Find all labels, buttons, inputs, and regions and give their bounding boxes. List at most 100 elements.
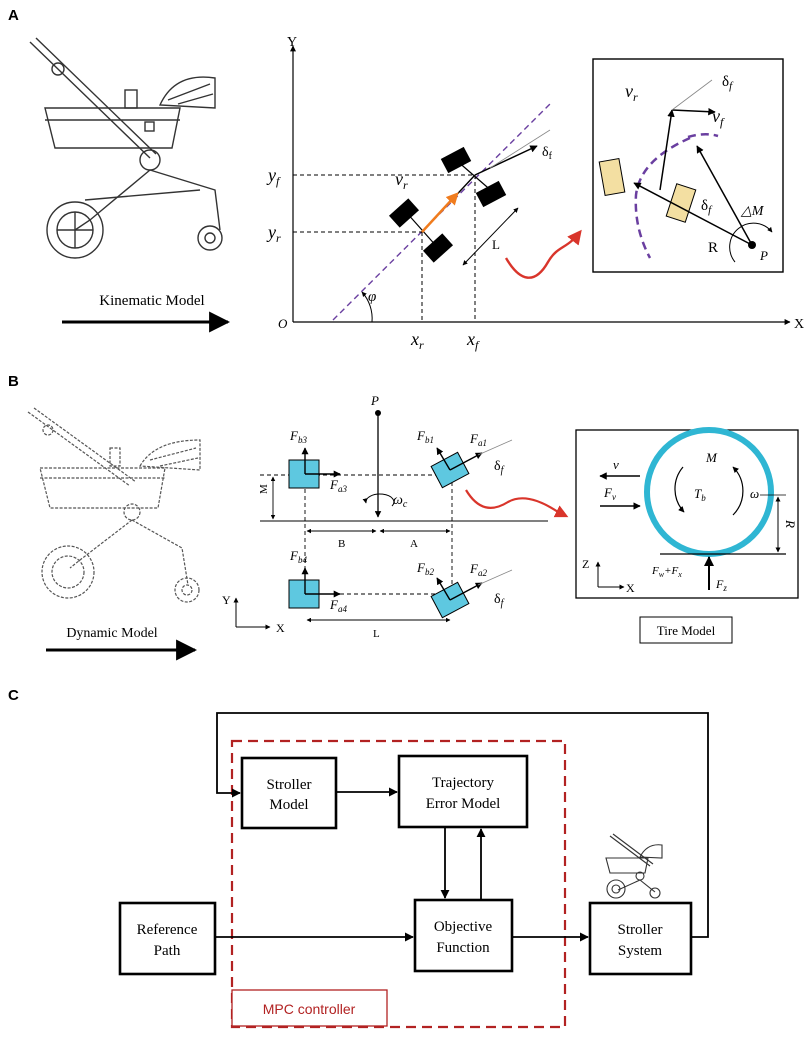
stroller-model-line2: Model — [269, 797, 308, 813]
wheelbase-label: L — [492, 237, 500, 252]
reference-line2: Path — [154, 943, 181, 959]
tire-Tb-label: Tb — [694, 486, 706, 503]
tire-v-label: v — [613, 457, 619, 472]
objective-line1: Objective — [434, 919, 493, 935]
phi-label: φ — [368, 289, 376, 305]
delta2-ref — [477, 569, 513, 586]
dynamic-model-caption: Dynamic Model — [66, 626, 157, 641]
tire-Z-label: Z — [582, 557, 589, 571]
yaw-rate-arc — [362, 493, 395, 507]
rear-velocity-arrow — [421, 192, 459, 233]
kinematic-inset — [592, 58, 784, 273]
xr-label: xr — [410, 329, 424, 352]
tire-X-label: X — [626, 581, 635, 595]
stroller-icon — [605, 833, 663, 899]
Fa4-label: Fa4 — [329, 597, 347, 614]
inset-vf-label: vf — [712, 106, 725, 129]
panel-b-letter: B — [8, 373, 19, 390]
tire-Fz-label: Fz — [715, 577, 727, 593]
inset-moment-label: △M — [740, 204, 765, 219]
front-heading-ref — [489, 129, 551, 169]
wheel-rear-left — [388, 198, 420, 228]
stroller-system-block — [588, 901, 693, 976]
wheelbase-dimension — [462, 207, 519, 266]
stroller-illustration-b — [27, 407, 201, 603]
stroller-illustration-a — [29, 37, 223, 259]
tire-model-title-box — [639, 616, 733, 644]
inset-R-label: R — [708, 240, 718, 256]
phi-arc — [361, 291, 373, 323]
system-line1: Stroller — [618, 922, 663, 938]
yr-label: yr — [266, 222, 281, 245]
inset-delta-mid-label: δf — [701, 198, 713, 216]
panel-c: C MPC controller Stroller Model Trajecto… — [8, 687, 709, 1029]
system-line2: System — [618, 943, 663, 959]
panel-c-letter: C — [8, 687, 19, 704]
inset-heading-ref — [671, 79, 713, 111]
omega-c-label: ωc — [393, 493, 408, 510]
b-y-label: Y — [222, 593, 231, 607]
Fb1-label: Fb1 — [416, 428, 434, 445]
xf-label: xf — [466, 329, 480, 352]
tire-M-label: M — [705, 450, 718, 465]
tire-moment-arc — [732, 466, 744, 516]
vr-label: vr — [395, 169, 408, 192]
Fb2-label: Fb2 — [416, 560, 434, 577]
front-velocity-arrow — [474, 145, 538, 176]
Fb4-label: Fb4 — [289, 548, 307, 565]
stroller-model-line1: Stroller — [267, 777, 312, 793]
yf-label: yf — [266, 165, 281, 188]
inset-turn-arc-top — [687, 133, 719, 139]
kinematic-model-caption: Kinematic Model — [99, 293, 204, 309]
trajectory-error-model-block — [397, 754, 529, 829]
B-dim-label: B — [338, 538, 345, 550]
b-x-label: X — [276, 621, 285, 635]
mpc-controller-region — [230, 739, 567, 1029]
inset-radius-front — [696, 145, 753, 246]
tire-omega-label: ω — [750, 486, 759, 501]
inset-vr-arrow — [659, 109, 675, 191]
origin-label: O — [278, 316, 288, 331]
rear-axle — [405, 211, 439, 249]
reference-line1: Reference — [137, 922, 198, 938]
delta-label: δf — [542, 145, 553, 162]
inset-wheel-front — [665, 183, 697, 223]
trajectory-line1: Trajectory — [432, 775, 494, 791]
tire-model-title: Tire Model — [657, 623, 716, 638]
inset-wheel-rear — [598, 157, 626, 197]
L-dim-label: L — [373, 628, 380, 640]
y-axis-label: Y — [287, 35, 297, 50]
wheel-front-left — [440, 146, 472, 174]
delta1-ref — [477, 439, 513, 456]
force-arrows — [301, 447, 483, 601]
inset-vf-arrow — [671, 107, 716, 116]
A-dim-label: A — [410, 538, 418, 550]
P-label: P — [370, 393, 379, 408]
x-axis-label: X — [794, 317, 804, 332]
tire-R-label: R — [783, 519, 798, 528]
Fa3-label: Fa3 — [329, 477, 347, 494]
inset-center-point — [748, 241, 756, 249]
tire-Fv-label: Fv — [603, 485, 616, 502]
panel-a-letter: A — [8, 7, 19, 24]
zoom-arrow-a — [504, 229, 582, 279]
Fa1-label: Fa1 — [469, 431, 487, 448]
zoom-arrow-b — [465, 489, 569, 518]
trajectory-line2: Error Model — [426, 796, 501, 812]
M-dim-label: M — [258, 484, 270, 494]
inset-radius-rear — [633, 182, 753, 246]
inset-delta-label: δf — [722, 74, 734, 92]
feedback-loop-arrow — [216, 712, 709, 938]
wheel-rear-right — [422, 233, 454, 263]
inset-moment-arc — [729, 222, 773, 263]
inset-vr-label: vr — [625, 81, 638, 104]
brake-torque-arc — [674, 466, 685, 513]
Fa2-label: Fa2 — [469, 561, 487, 578]
inset-P-label: P — [759, 248, 768, 263]
Fb3-label: Fb3 — [289, 428, 307, 445]
panel-b: B Dynamic Model P — [8, 373, 799, 661]
stroller-model-block — [240, 756, 338, 830]
objective-function-block — [413, 898, 514, 973]
